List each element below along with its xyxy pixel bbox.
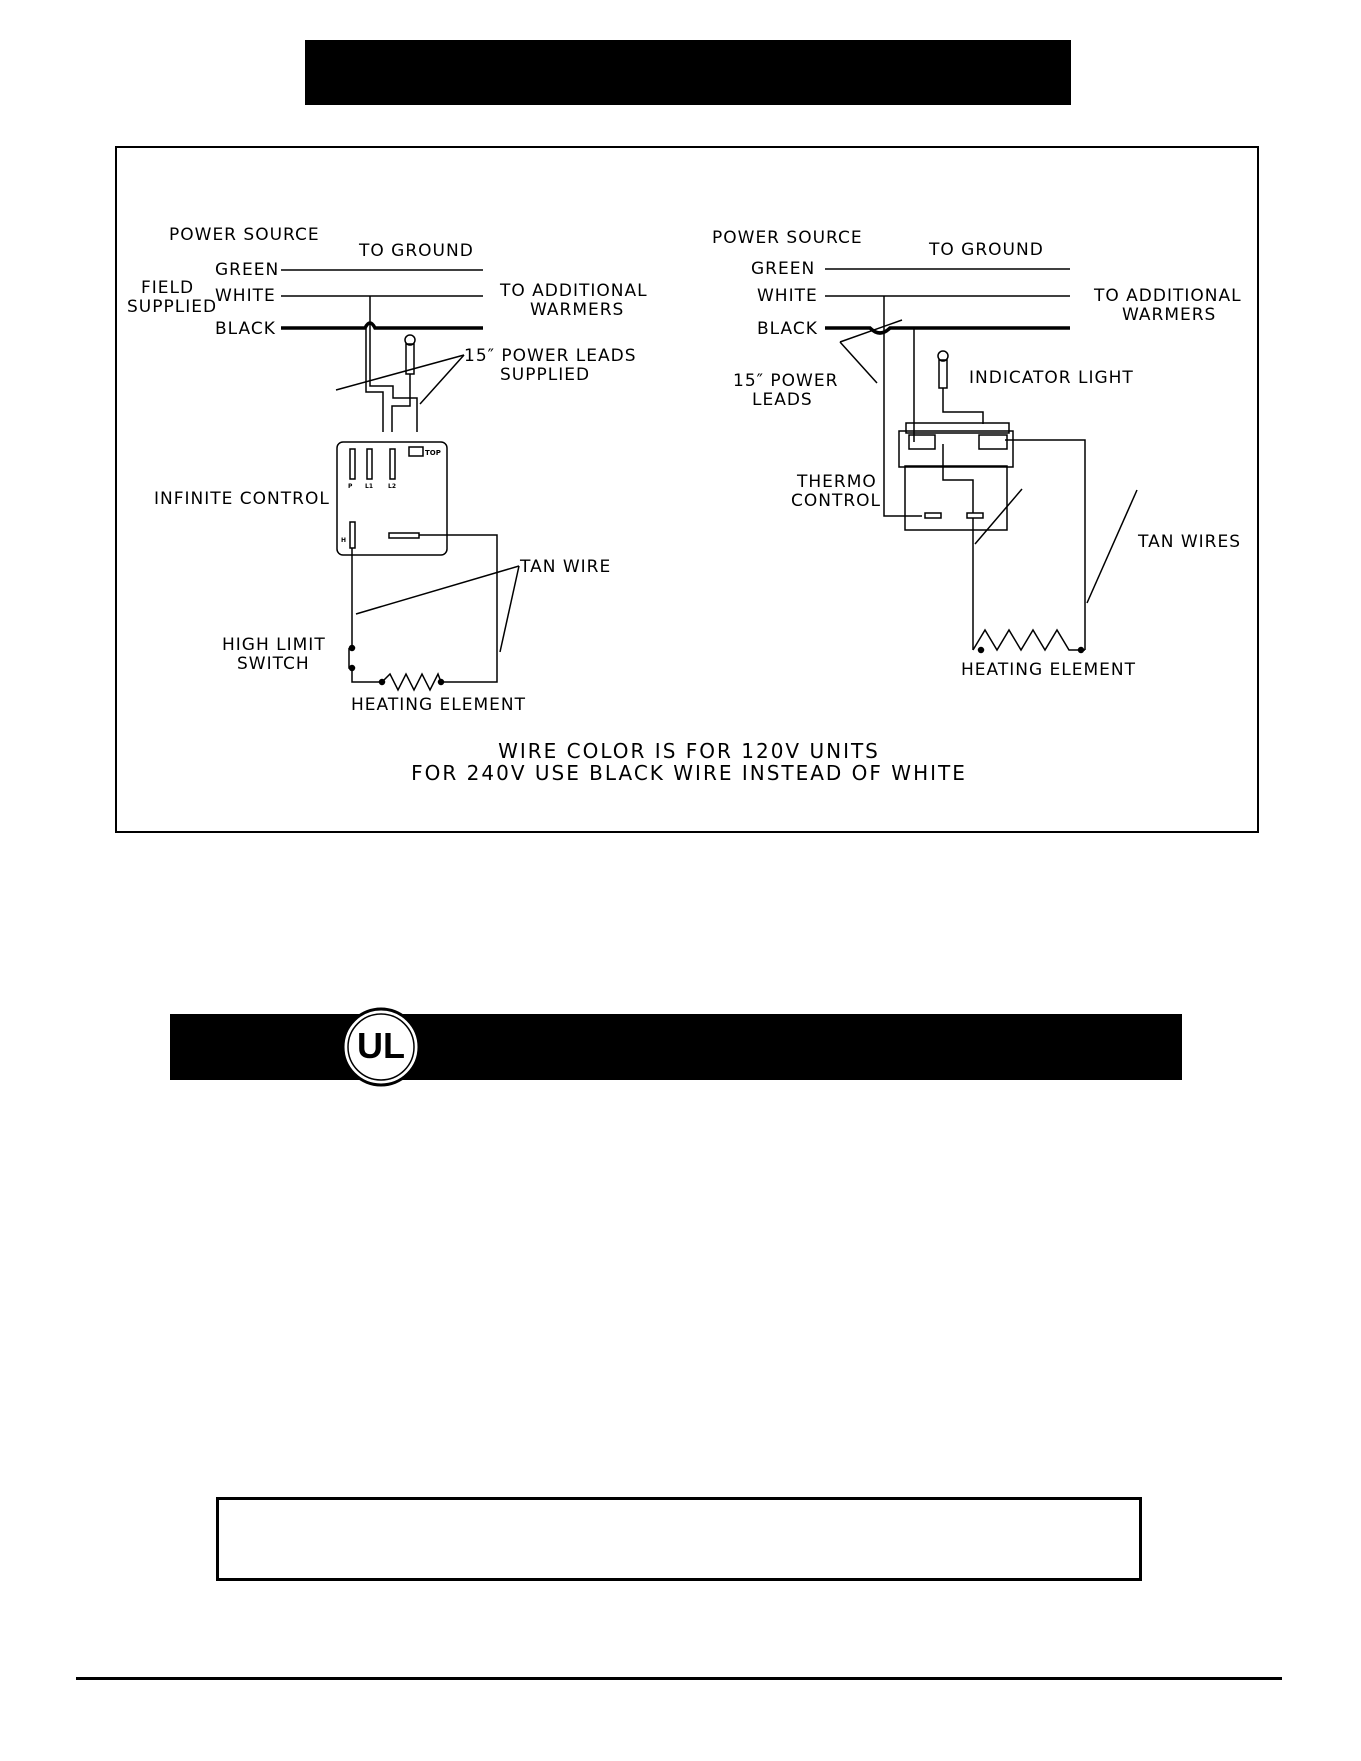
left-tan-wire-right xyxy=(419,534,498,683)
left-supplied-label: SUPPLIED xyxy=(127,297,217,317)
wire-color-note-line1: WIRE COLOR IS FOR 120V UNITS xyxy=(498,739,880,763)
right-indicator-bulb xyxy=(937,350,949,362)
thermo-terminal-bottom-left xyxy=(924,512,942,519)
right-to-additional-label: TO ADDITIONAL xyxy=(1093,286,1242,306)
left-power-leads-arrow-2 xyxy=(419,354,465,405)
left-green-label: GREEN xyxy=(215,260,279,280)
left-indicator-light xyxy=(405,343,415,375)
right-tan-wire-right xyxy=(1005,439,1086,650)
thermo-control-top xyxy=(905,422,1010,434)
right-black-label: BLACK xyxy=(757,319,818,339)
right-indicator-light xyxy=(938,359,948,389)
indicator-light-label: INDICATOR LIGHT xyxy=(969,368,1134,388)
top-marker-label: TOP xyxy=(425,449,441,457)
thermo-control-body xyxy=(904,465,1008,531)
thermo-terminal-bottom-right xyxy=(966,512,984,519)
wire-color-note-line2: FOR 240V USE BLACK WIRE INSTEAD OF WHITE xyxy=(411,761,967,785)
infinite-control-label: INFINITE CONTROL xyxy=(154,489,330,509)
left-heating-element-label: HEATING ELEMENT xyxy=(351,695,526,715)
wiring-diagram: POWER SOURCE TO GROUND GREEN WHITE BLACK… xyxy=(127,225,1242,785)
left-element-lead xyxy=(351,668,382,683)
terminal-l1 xyxy=(366,448,373,480)
right-heating-element xyxy=(972,628,1085,652)
terminal-l2-label: L2 xyxy=(388,483,396,490)
thermo-control-label: CONTROL xyxy=(791,491,881,511)
infinite-control-box xyxy=(336,441,448,556)
right-black-wire xyxy=(825,326,1070,335)
terminal-h2 xyxy=(388,532,420,539)
terminal-h-label: H xyxy=(341,537,346,544)
right-power-source-label: POWER SOURCE xyxy=(712,228,863,248)
terminal-l2 xyxy=(389,448,396,480)
right-light-lead xyxy=(942,388,984,424)
terminal-p xyxy=(349,448,356,480)
empty-notice-box xyxy=(216,1497,1142,1581)
left-to-ground-label: TO GROUND xyxy=(358,241,474,261)
left-indicator-bulb xyxy=(404,334,416,346)
ul-logo-letters: UL xyxy=(357,1025,405,1066)
left-power-leads-supplied-label: SUPPLIED xyxy=(500,365,590,385)
left-power-leads-label: 15″ POWER LEADS xyxy=(464,346,637,366)
left-tan-wire-arrow-2 xyxy=(499,565,520,653)
right-power-leads-label: 15″ POWER xyxy=(733,371,838,391)
right-tan-wires-arrow-2 xyxy=(1086,489,1138,604)
thermo-terminal-right xyxy=(978,434,1008,450)
left-white-label: WHITE xyxy=(215,286,276,306)
ul-header-bar xyxy=(170,1014,1182,1080)
left-warmers-label: WARMERS xyxy=(530,300,624,320)
left-power-leads-arrow-1 xyxy=(335,354,465,391)
right-heating-element-label: HEATING ELEMENT xyxy=(961,660,1136,680)
right-power-leads-arrow-1 xyxy=(839,319,903,343)
left-field-label: FIELD xyxy=(141,278,194,298)
right-power-leads-arrow-2 xyxy=(839,341,878,384)
high-limit-switch-label: SWITCH xyxy=(237,654,310,674)
thermo-label: THERMO xyxy=(796,472,877,492)
top-header-bar xyxy=(305,40,1071,105)
left-heating-element xyxy=(381,672,442,692)
right-warmers-label: WARMERS xyxy=(1122,305,1216,325)
right-lead-white xyxy=(883,296,922,517)
right-tan-wires-label: TAN WIRES xyxy=(1137,532,1241,552)
left-black-label: BLACK xyxy=(215,319,276,339)
thermo-control-flange xyxy=(898,430,1014,468)
left-power-source-label: POWER SOURCE xyxy=(169,225,320,245)
footer-rule xyxy=(76,1677,1282,1680)
right-green-label: GREEN xyxy=(751,259,815,279)
right-to-ground-label: TO GROUND xyxy=(928,240,1044,260)
left-lead-black xyxy=(365,328,384,432)
left-black-wire xyxy=(281,321,483,330)
left-lead-light xyxy=(391,374,411,432)
wiring-diagram-frame: POWER SOURCE TO GROUND GREEN WHITE BLACK… xyxy=(115,146,1259,833)
left-lead-white xyxy=(369,296,418,432)
right-white-label: WHITE xyxy=(757,286,818,306)
thermo-internal-lead xyxy=(942,444,974,513)
terminal-h xyxy=(349,521,356,549)
left-tan-wire-label: TAN WIRE xyxy=(519,557,611,577)
thermo-terminal-left xyxy=(908,434,936,450)
high-limit-label: HIGH LIMIT xyxy=(222,635,326,655)
infinite-control-top-marker xyxy=(408,446,424,457)
right-wiring-diagram xyxy=(825,268,1138,654)
left-wiring-diagram xyxy=(281,269,520,692)
left-tan-wire-arrow-1 xyxy=(355,565,520,615)
left-to-additional-label: TO ADDITIONAL xyxy=(499,281,648,301)
terminal-p-label: P xyxy=(348,483,353,490)
right-power-leads-leads-label: LEADS xyxy=(752,390,813,410)
ul-listing-logo: UL xyxy=(341,1007,421,1087)
right-tan-wires-arrow-1 xyxy=(974,488,1023,545)
terminal-l1-label: L1 xyxy=(365,483,373,490)
